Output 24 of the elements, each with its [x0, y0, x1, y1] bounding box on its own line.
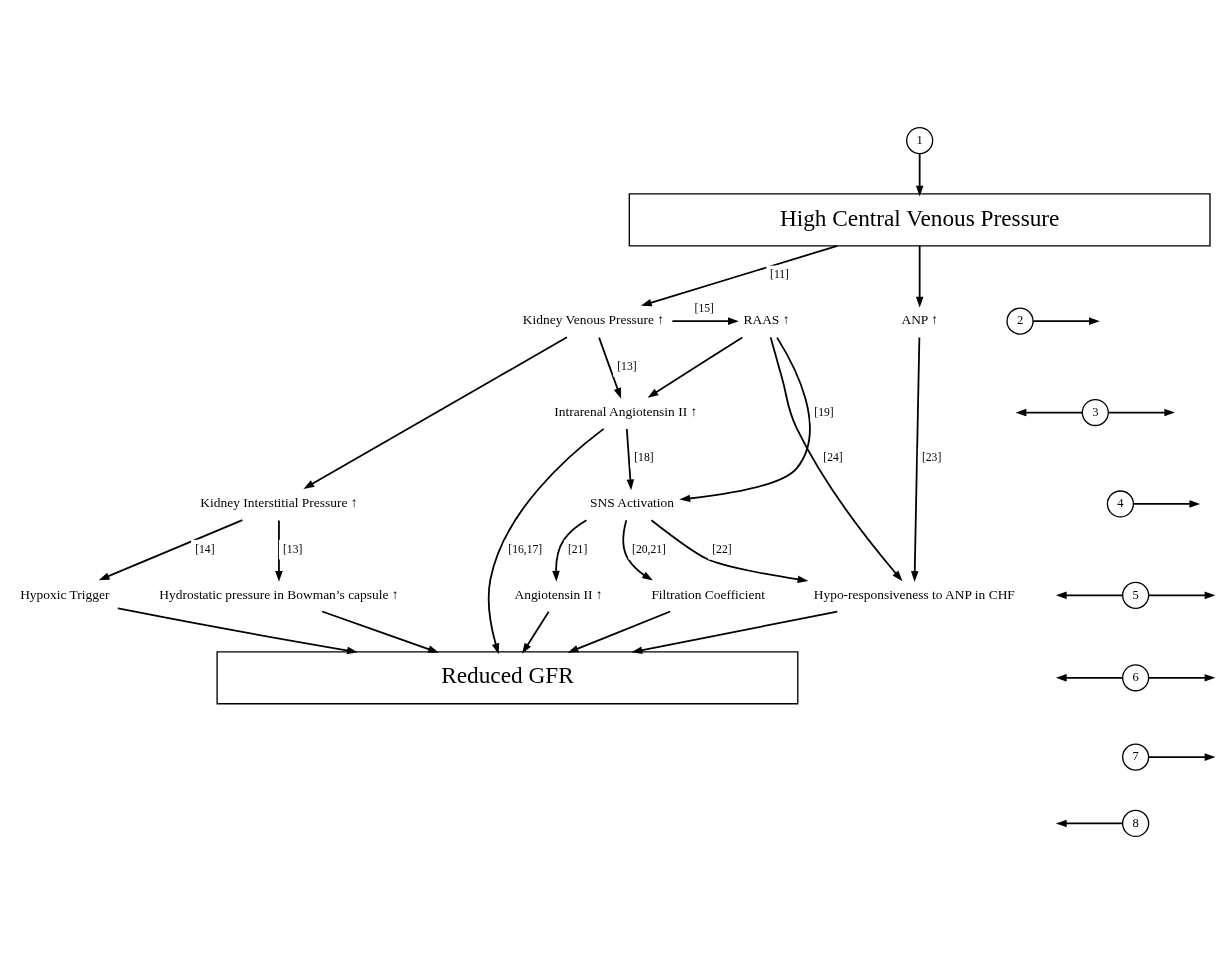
node-text: Filtration Coefficient: [651, 586, 765, 602]
edge-label: [16,17]: [508, 542, 543, 556]
edge-label: [18]: [634, 451, 654, 465]
edge-label: [23]: [921, 451, 942, 465]
edge-label: [22]: [712, 542, 732, 556]
edge-label: [11]: [770, 268, 789, 282]
edge-label: [13]: [617, 359, 637, 373]
node-text: ANP ↑: [901, 312, 938, 328]
edge-label: [24]: [823, 451, 843, 465]
node-text: Intrarenal Angiotensin II ↑: [554, 403, 698, 419]
edge-label: [15]: [694, 301, 714, 315]
edge-label: [13]: [282, 542, 303, 556]
node-text: RAAS ↑: [743, 312, 790, 328]
node-text: Kidney Interstitial Pressure ↑: [200, 495, 358, 511]
node-text: Hypo-responsiveness to ANP in CHF: [813, 586, 1015, 602]
node-text: Hypoxic Trigger: [20, 586, 110, 602]
edge-label: [14]: [195, 542, 215, 556]
node-text: Angiotensin II ↑: [514, 586, 603, 602]
node-text: Kidney Venous Pressure ↑: [522, 312, 665, 328]
node-text: SNS Activation: [590, 495, 675, 511]
edge-label: [21]: [567, 542, 588, 556]
edge-label: [20,21]: [632, 542, 666, 556]
edge-label: [19]: [814, 405, 834, 419]
node-text: Hydrostatic pressure in Bowman’s capsule ↑: [159, 586, 399, 602]
